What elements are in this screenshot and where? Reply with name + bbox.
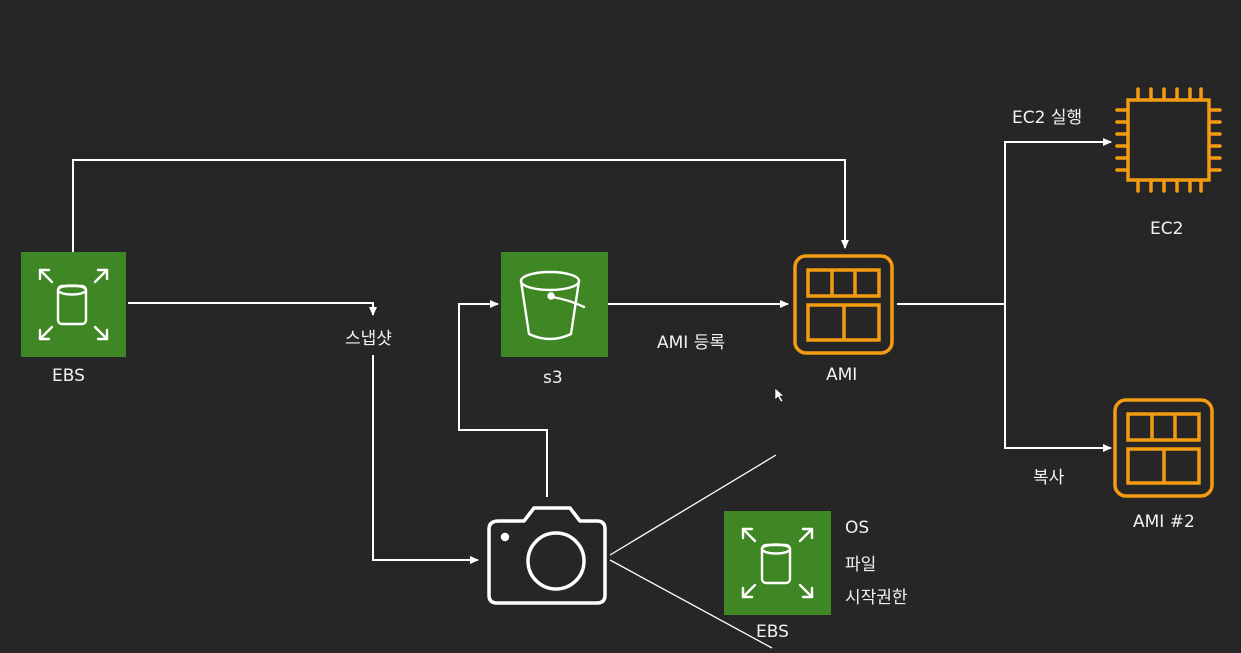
mouse-cursor-icon xyxy=(774,387,785,403)
s3-label: s3 xyxy=(543,368,563,388)
callout-line-top xyxy=(609,454,777,556)
snapshot-content-os: OS xyxy=(845,518,870,538)
camera-icon xyxy=(487,506,607,605)
ami-icon xyxy=(793,254,894,355)
ami2-icon xyxy=(1113,398,1214,498)
snapshot-ebs-label: EBS xyxy=(756,622,789,642)
snapshot-label: 스냅샷 xyxy=(345,329,392,349)
run-ec2-label: EC2 실행 xyxy=(1012,108,1083,128)
edge-ami-to-ec2 xyxy=(897,138,1112,305)
ebs-source-icon xyxy=(21,252,126,357)
copy-label: 복사 xyxy=(1033,468,1065,488)
ami2-label: AMI #2 xyxy=(1133,512,1195,532)
edge-camera-to-s3 xyxy=(458,300,548,497)
s3-bucket-icon xyxy=(501,252,608,357)
edge-ebs-to-snapshot xyxy=(128,302,377,316)
edge-ami-to-ami2 xyxy=(1004,304,1112,452)
ec2-chip-icon xyxy=(1115,87,1222,193)
ami-label: AMI xyxy=(826,365,858,385)
callout-line-bottom xyxy=(609,559,773,649)
snapshot-content-files: 파일 xyxy=(845,555,877,575)
ebs-source-label: EBS xyxy=(52,366,85,386)
snapshot-ebs-icon xyxy=(724,511,831,615)
ec2-label: EC2 xyxy=(1150,219,1184,239)
edge-ebs-to-ami xyxy=(72,159,849,252)
register-ami-label: AMI 등록 xyxy=(657,333,725,353)
snapshot-content-launch-permissions: 시작권한 xyxy=(845,588,908,608)
edge-snapshot-label-to-camera xyxy=(372,355,479,564)
